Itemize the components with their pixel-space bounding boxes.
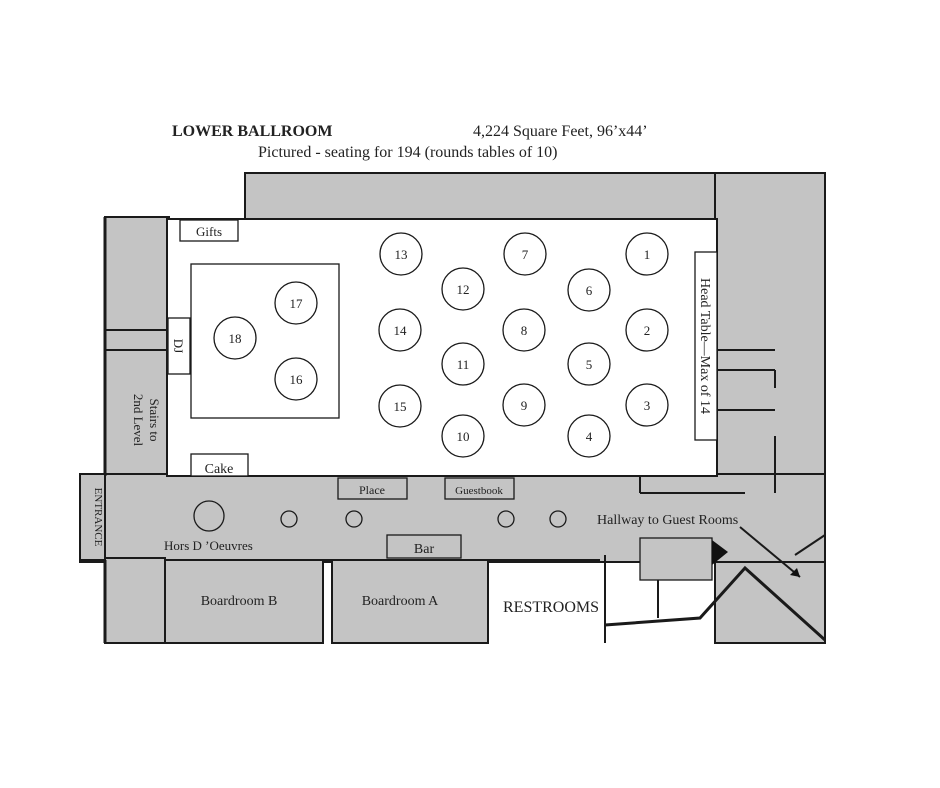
boardroom-a: Boardroom A (331, 559, 489, 644)
dj-label: DJ (171, 339, 186, 353)
round-table-8: 8 (502, 308, 546, 352)
table-number: 4 (586, 429, 593, 444)
guestbook-label: Guestbook (455, 485, 503, 497)
table-number: 7 (522, 247, 529, 262)
table-number: 3 (644, 398, 651, 413)
table-circle (441, 414, 485, 458)
dance-floor (190, 263, 340, 419)
table-circle (213, 316, 257, 360)
gifts-table: Gifts (179, 219, 239, 242)
table-number: 18 (229, 331, 242, 346)
round-table-15: 15 (378, 384, 422, 428)
cocktail-table (497, 510, 515, 528)
table-circle (625, 383, 669, 427)
table-number: 2 (644, 323, 651, 338)
cocktail-table (280, 510, 298, 528)
dj-booth: DJ (167, 317, 191, 375)
head-table: Head Table—Max of 14 (694, 251, 718, 441)
table-circle (274, 357, 318, 401)
cake-label: Cake (205, 462, 234, 477)
table-circle (378, 384, 422, 428)
plan-size: 4,224 Square Feet, 96’x44’ (473, 123, 648, 140)
table-circle (441, 342, 485, 386)
bar-label: Bar (414, 542, 435, 557)
hallway-label: Hallway to Guest Rooms (597, 513, 738, 528)
boardroom-b: Boardroom B (164, 559, 324, 644)
table-number: 1 (644, 247, 651, 262)
cocktail-table (549, 510, 567, 528)
restrooms-label: RESTROOMS (503, 599, 599, 616)
cake-table: Cake (190, 453, 249, 477)
round-table-16: 16 (274, 357, 318, 401)
round-table-10: 10 (441, 414, 485, 458)
table-circle (567, 414, 611, 458)
table-circle (378, 308, 422, 352)
cocktail-table (345, 510, 363, 528)
table-circle (503, 232, 547, 276)
round-table-6: 6 (567, 268, 611, 312)
entrance-label: ENTRANCE (92, 488, 104, 547)
table-number: 15 (394, 399, 407, 414)
hors-doeuvres-label: Hors D ’Oeuvres (164, 538, 253, 553)
table-number: 14 (394, 323, 408, 338)
table-number: 13 (395, 247, 408, 262)
table-number: 16 (290, 372, 304, 387)
table-circle (567, 268, 611, 312)
bar: Bar (386, 534, 462, 559)
table-number: 9 (521, 398, 528, 413)
gifts-label: Gifts (196, 224, 222, 239)
table-circle (502, 308, 546, 352)
boardroom-a-label: Boardroom A (362, 594, 439, 609)
round-table-12: 12 (441, 267, 485, 311)
table-circle (567, 342, 611, 386)
plan-subtitle: Pictured - seating for 194 (rounds table… (258, 144, 557, 161)
round-table-9: 9 (502, 383, 546, 427)
plan-title: LOWER BALLROOM (172, 123, 332, 140)
round-table-2: 2 (625, 308, 669, 352)
table-circle (502, 383, 546, 427)
place-label: Place (359, 483, 385, 497)
table-number: 12 (457, 282, 470, 297)
place-card-table: Place (337, 477, 408, 500)
stairs-label: Stairs to 2nd Level (131, 394, 162, 447)
table-number: 17 (290, 296, 304, 311)
round-table-7: 7 (503, 232, 547, 276)
round-table-11: 11 (441, 342, 485, 386)
table-circle (274, 281, 318, 325)
round-table-18: 18 (213, 316, 257, 360)
round-table-4: 4 (567, 414, 611, 458)
hors-doeuvres-table (193, 500, 225, 532)
table-circle (379, 232, 423, 276)
boardroom-b-label: Boardroom B (201, 594, 278, 609)
round-table-3: 3 (625, 383, 669, 427)
table-number: 10 (457, 429, 470, 444)
table-number: 6 (586, 283, 593, 298)
round-table-1: 1 (625, 232, 669, 276)
round-table-14: 14 (378, 308, 422, 352)
table-number: 11 (457, 357, 470, 372)
round-table-13: 13 (379, 232, 423, 276)
entrance-door[interactable] (79, 473, 106, 561)
stairs-label-line1: Stairs to (147, 399, 162, 442)
round-table-17: 17 (274, 281, 318, 325)
table-circle (625, 232, 669, 276)
round-table-5: 5 (567, 342, 611, 386)
table-circle (625, 308, 669, 352)
table-number: 8 (521, 323, 528, 338)
guestbook-table: Guestbook (444, 477, 515, 500)
stairs-label-line2: 2nd Level (131, 394, 146, 447)
table-number: 5 (586, 357, 593, 372)
table-circle (441, 267, 485, 311)
head-table-label: Head Table—Max of 14 (697, 278, 712, 414)
